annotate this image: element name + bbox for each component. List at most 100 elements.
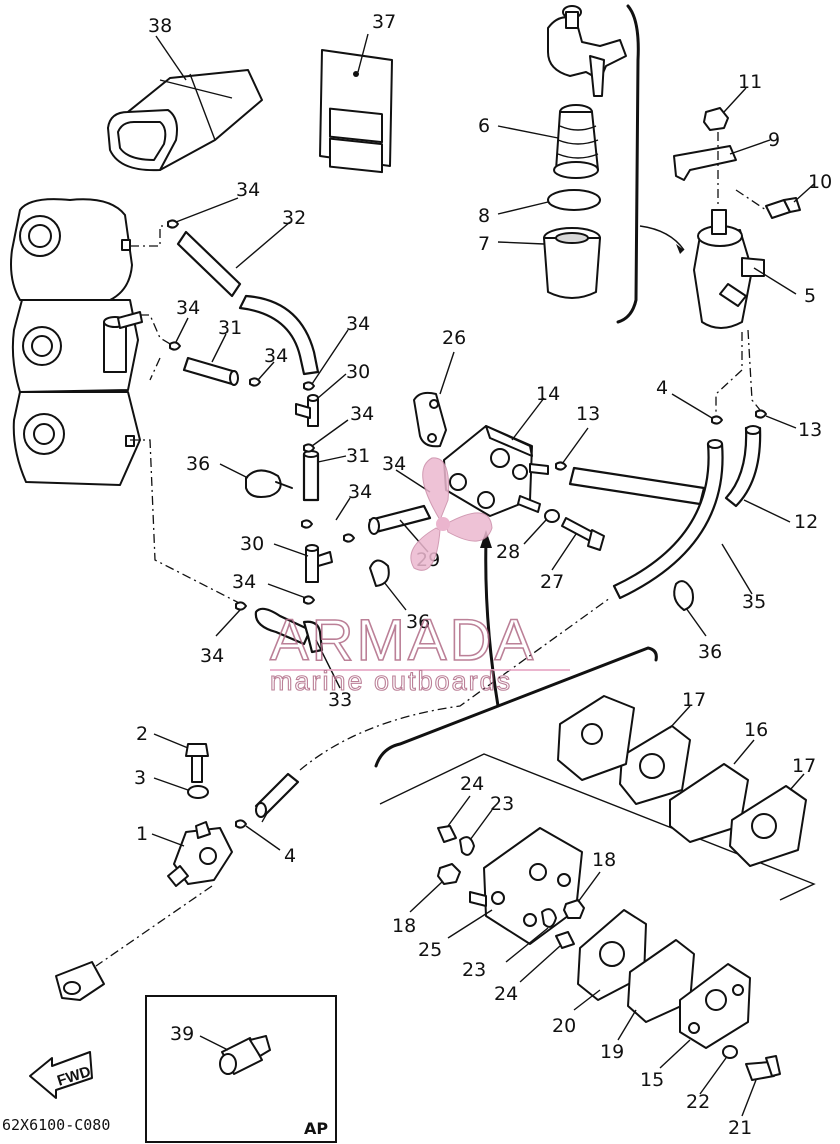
part-2-bolt (185, 743, 209, 783)
part-pump-cover-upper (557, 695, 635, 781)
callout-9: 9 (768, 129, 780, 151)
callout-17-a: 17 (682, 689, 706, 711)
callout-30-a: 30 (346, 361, 370, 383)
callout-33: 33 (328, 689, 352, 711)
armada-watermark: ARMADA marine outboards (269, 457, 570, 697)
part-8-o-ring (547, 189, 601, 211)
part-18-right (563, 899, 585, 919)
callout-34-e: 34 (350, 403, 374, 425)
part-25-pump-body (469, 827, 583, 945)
callout-32: 32 (282, 207, 306, 229)
callout-35: 35 (742, 591, 766, 613)
part-26-gasket (413, 391, 447, 448)
callout-34-f: 34 (382, 453, 406, 475)
diagram-code: 62X6100-C080 (2, 1116, 110, 1134)
callout-5: 5 (804, 285, 816, 307)
callout-13-b: 13 (798, 419, 822, 441)
callout-14: 14 (536, 383, 560, 405)
part-5-filter (693, 209, 765, 329)
callout-2: 2 (136, 723, 148, 745)
part-14-fuel-pump (443, 425, 549, 517)
callout-13-a: 13 (576, 403, 600, 425)
part-37-label (319, 49, 393, 174)
part-22-washer (722, 1045, 738, 1059)
part-24-upper (437, 825, 457, 843)
pump-kit-arrow (484, 538, 500, 708)
callout-26: 26 (442, 327, 466, 349)
callout-19: 19 (600, 1041, 624, 1063)
hose-31-upper (182, 356, 239, 386)
callout-34-i: 34 (200, 645, 224, 667)
callout-34-a: 34 (236, 179, 260, 201)
callout-4-b: 4 (284, 845, 296, 867)
dash-filter-hoses (715, 329, 761, 414)
callout-4-a: 4 (656, 377, 668, 399)
clip-36-mid (369, 559, 390, 587)
callout-18-b: 18 (392, 915, 416, 937)
clip-13-pump (555, 461, 567, 471)
part-24-lower (555, 931, 575, 949)
callout-36-c: 36 (698, 641, 722, 663)
filter-exploded (547, 5, 627, 97)
part-11-nut (703, 107, 729, 131)
inset-box (145, 995, 337, 1143)
callout-34-c: 34 (346, 313, 370, 335)
callout-36-a: 36 (186, 453, 210, 475)
clip-4-right (711, 415, 723, 425)
part-1-connector (167, 821, 233, 887)
part-39-sensor (219, 1035, 271, 1075)
propeller-logo-icon (410, 457, 493, 571)
callout-39: 39 (170, 1023, 194, 1045)
callout-21: 21 (728, 1117, 752, 1139)
part-17-gasket-upper (619, 725, 691, 805)
part-21-screw (745, 1055, 781, 1081)
clips-34 (167, 219, 355, 611)
callout-31-a: 31 (218, 317, 242, 339)
kit-box-outline (379, 753, 816, 901)
dash-filter (717, 132, 767, 211)
callout-22: 22 (686, 1091, 710, 1113)
hose-29 (368, 504, 432, 535)
callout-23-b: 23 (462, 959, 486, 981)
pump-kit-arrowhead (480, 530, 492, 548)
callout-34-b: 34 (176, 297, 200, 319)
clip-4-left (235, 819, 247, 829)
kit-bracket (616, 4, 640, 324)
clip-13-right (755, 409, 767, 419)
clip-36-right (673, 580, 694, 611)
callout-12: 12 (794, 511, 818, 533)
callout-15: 15 (640, 1069, 664, 1091)
watermark-tagline: marine outboards (270, 666, 512, 696)
tee-30-lower (305, 544, 333, 583)
callout-31-b: 31 (346, 445, 370, 467)
callout-36-b: 36 (406, 611, 430, 633)
part-6-element (553, 104, 599, 179)
callout-28: 28 (496, 541, 520, 563)
part-23-upper (459, 836, 475, 856)
part-28-washer (544, 509, 560, 523)
part-9-bracket (673, 145, 737, 181)
callout-numbers: 38 37 34 32 34 31 34 34 30 34 31 36 34 3… (134, 11, 832, 1139)
part-38-intake-duct (107, 69, 263, 172)
callout-17-b: 17 (792, 755, 816, 777)
part-10-bolt (765, 197, 801, 219)
tee-30-upper (295, 394, 319, 427)
callout-34-g: 34 (348, 481, 372, 503)
callout-27: 27 (540, 571, 564, 593)
callout-16: 16 (744, 719, 768, 741)
callout-24-a: 24 (460, 773, 484, 795)
lower-connector (55, 961, 105, 1001)
callout-6: 6 (478, 115, 490, 137)
part-18-left (437, 863, 461, 885)
callout-34-d: 34 (264, 345, 288, 367)
kit-arrowhead (676, 244, 684, 254)
hose-32 (176, 230, 320, 376)
callout-25: 25 (418, 939, 442, 961)
part-7-cup (543, 227, 601, 299)
callout-37: 37 (372, 11, 396, 33)
clip-36-left (245, 469, 293, 498)
dash-lines-left (130, 225, 246, 607)
hose-35 (612, 439, 724, 600)
hose-31-lower (302, 450, 320, 502)
callout-7: 7 (478, 233, 490, 255)
